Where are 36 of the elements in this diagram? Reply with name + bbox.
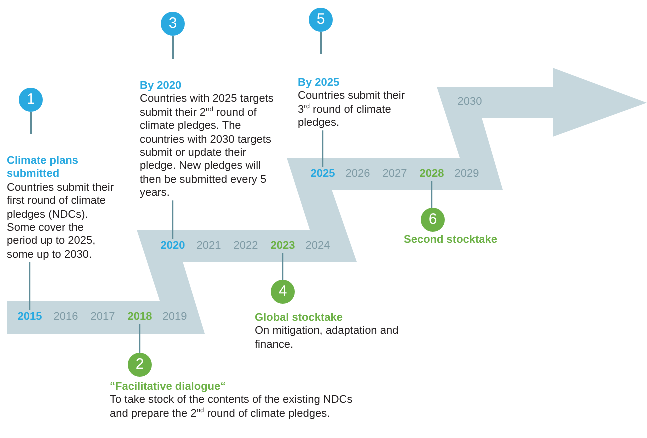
year-label: 2021 bbox=[192, 239, 226, 253]
event-heading: “Facilitative dialogue“ bbox=[110, 381, 228, 394]
year-label: 2027 bbox=[378, 167, 412, 181]
year-label: 2024 bbox=[301, 239, 335, 253]
year-label: 2015 bbox=[13, 310, 47, 324]
leader-line bbox=[282, 253, 284, 280]
numbered-circle: 2 bbox=[128, 353, 152, 377]
year-label: 2029 bbox=[450, 167, 484, 181]
event-description: On mitigation, adaptation and finance. bbox=[255, 325, 400, 352]
event-heading: By 2020 bbox=[140, 80, 183, 94]
year-label: 2017 bbox=[86, 310, 120, 324]
event-description: Countries submit their 3$^{rd}$ round of climate pledges. bbox=[298, 90, 406, 131]
year-label: 2023 bbox=[266, 239, 300, 253]
year-label: 2025 bbox=[306, 167, 340, 181]
event-heading: By 2025 bbox=[298, 77, 341, 90]
event-description: Countries submit their first round of climate pledges (NDCs). Some cover the period up to 2025, some up to 2030. bbox=[7, 182, 115, 262]
event-heading: Climate plans submitted bbox=[7, 155, 80, 182]
year-label: 2020 bbox=[156, 239, 190, 253]
year-label: 2028 bbox=[415, 167, 449, 181]
event-description: Countries with 2025 targets submit their 2$^{nd}$ round of climate pledges. The countries with 2030 targets submit or update their pledge. New pledges will then be submitted every 5 years. bbox=[140, 93, 275, 201]
event-heading: Second stocktake bbox=[404, 234, 499, 248]
year-label: 2026 bbox=[341, 167, 375, 181]
leader-line bbox=[139, 324, 141, 353]
leader-line bbox=[172, 200, 174, 239]
event-heading: Global stocktake bbox=[255, 312, 344, 326]
leader-line bbox=[29, 262, 31, 310]
numbered-circle: 6 bbox=[421, 208, 445, 232]
leader-line bbox=[322, 130, 324, 167]
year-label: 2018 bbox=[123, 310, 157, 324]
leader-line bbox=[431, 181, 433, 208]
year-label: 2019 bbox=[158, 310, 192, 324]
event-description: To take stock of the contents of the existing NDCs and prepare the 2$^{nd}$ round of climate pledges. bbox=[110, 394, 354, 422]
year-label: 2016 bbox=[49, 310, 83, 324]
numbered-circle: 4 bbox=[271, 280, 295, 304]
year-label: 2022 bbox=[229, 239, 263, 253]
year-label: 2030 bbox=[453, 95, 487, 109]
